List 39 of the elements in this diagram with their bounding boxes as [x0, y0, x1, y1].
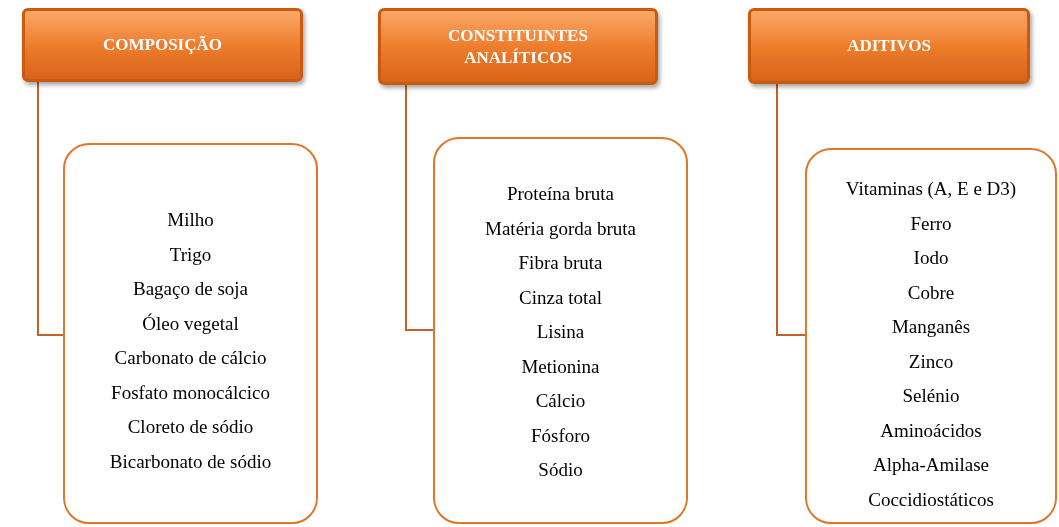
list-item: Lisina — [536, 320, 585, 344]
list-item: Coccidiostáticos — [868, 487, 994, 512]
list-item: Manganês — [891, 315, 971, 339]
list-item: Fibra bruta — [518, 251, 603, 275]
list-item: Bicarbonato de sódio — [109, 449, 272, 474]
connector-line — [37, 81, 64, 336]
list-item: Iodo — [913, 246, 949, 270]
list-item: Bagaço de soja — [133, 277, 248, 301]
connector-line — [405, 84, 434, 331]
list-item: Matéria gorda bruta — [485, 216, 636, 241]
header-text: COMPOSIÇÃO — [103, 34, 222, 56]
list-item: Cloreto de sódio — [127, 415, 254, 439]
list-item: Cinza total — [519, 285, 602, 310]
header-text: CONSTITUINTES ANALÍTICOS — [447, 24, 589, 69]
list-item: Selénio — [902, 384, 960, 408]
header-text: ADITIVOS — [847, 35, 931, 57]
list-item: Cálcio — [535, 389, 586, 413]
list-item: Carbonato de cálcio — [114, 346, 267, 370]
list-item: Óleo vegetal — [142, 311, 239, 336]
list-item: Aminoácidos — [880, 418, 982, 443]
header-box — [748, 8, 1030, 84]
list-item: Cobre — [907, 280, 955, 305]
list-item: Fosfato monocálcico — [111, 380, 270, 405]
list-box — [805, 148, 1057, 524]
list-item: Ferro — [910, 211, 952, 236]
list-item: Alpha-Amilase — [872, 453, 990, 477]
list-item: Zinco — [908, 349, 954, 374]
list-box — [433, 137, 688, 524]
list-box — [63, 143, 318, 524]
list-item: Metionina — [521, 354, 600, 379]
list-item: Milho — [167, 208, 214, 232]
header-box — [378, 8, 658, 85]
header-box — [22, 8, 303, 82]
list-item: Vitaminas (A, E e D3) — [845, 177, 1017, 201]
list-item: Trigo — [169, 242, 212, 267]
connector-line — [776, 83, 806, 336]
list-item: Proteína bruta — [506, 182, 615, 206]
list-item: Sódio — [538, 458, 583, 482]
list-item: Fósforo — [530, 423, 591, 448]
